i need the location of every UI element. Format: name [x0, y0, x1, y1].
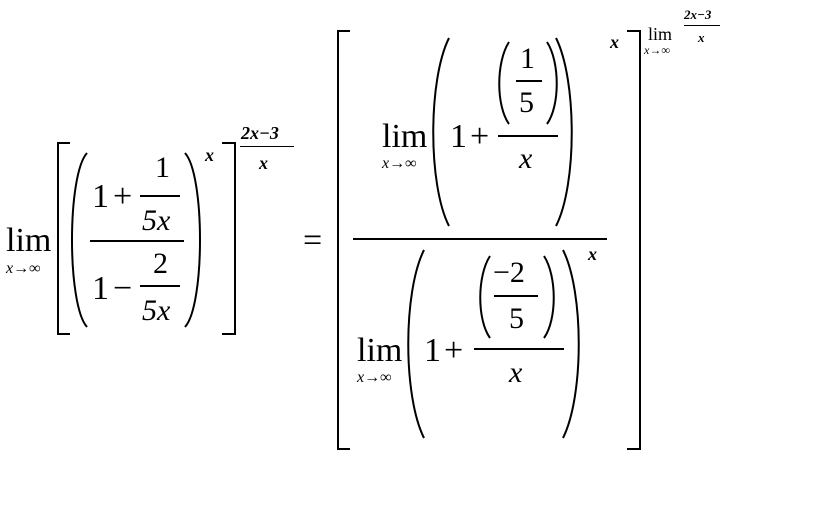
rhs-denominator-fraction-bar [474, 348, 564, 350]
lhs-outer-exponent-bar [240, 146, 294, 147]
lhs-main-fraction-bar [90, 240, 184, 242]
lhs-top-fraction-bar [140, 195, 180, 197]
rhs-numerator-exponent: x [610, 32, 619, 52]
lhs-lim: lim [6, 222, 52, 259]
rhs-numerator-inner-denominator: 5 [519, 86, 534, 119]
lhs-top-denominator: 5x [142, 204, 171, 237]
rhs-outer-exponent-bar [684, 25, 720, 26]
lhs-outer-exponent-numerator: 2x−3 [241, 123, 279, 143]
lhs-inner-exponent: x [205, 145, 214, 165]
rhs-outer-exponent-lim: lim [648, 24, 673, 44]
lhs-bottom-fraction-bar [140, 285, 180, 287]
rhs-outer-exponent-denominator: x [698, 30, 705, 45]
rhs-denominator-inner-bar [494, 295, 538, 297]
rhs-numerator-inner-numerator: 1 [520, 42, 535, 75]
rhs-numerator-inner-bar [516, 80, 542, 82]
rhs-denominator-exponent: x [588, 244, 597, 264]
lhs-bottom-denominator: 5x [142, 294, 171, 327]
rhs-denominator-lim-subscript: x→∞ [357, 369, 392, 386]
rhs-main-fraction-bar [353, 238, 607, 240]
rhs-numerator-lim: lim [382, 118, 428, 155]
rhs-numerator-lim-subscript: x→∞ [382, 155, 417, 172]
rhs-denominator-one: 1 [424, 332, 441, 369]
rhs-outer-exponent-lim-subscript: x→∞ [644, 43, 670, 57]
lhs-bottom-one: 1 [92, 270, 109, 307]
rhs-numerator-one: 1 [450, 118, 467, 155]
rhs-numerator-over: x [519, 142, 533, 175]
lhs-outer-exponent-denominator: x [259, 153, 268, 173]
rhs-denominator-lim: lim [357, 332, 403, 369]
lhs-bottom-numerator: 2 [153, 247, 168, 280]
lhs-top-plus: + [113, 178, 133, 215]
lhs-lim-subscript: x→∞ [6, 260, 41, 277]
rhs-outer-exponent-numerator: 2x−3 [684, 7, 712, 22]
lhs-bottom-minus: − [113, 270, 133, 307]
rhs-denominator-over: x [509, 356, 523, 389]
rhs-numerator-plus: + [470, 118, 490, 155]
lhs-top-numerator: 1 [155, 151, 170, 184]
equals-sign: = [303, 222, 323, 259]
rhs-denominator-inner-numerator: −2 [493, 256, 525, 289]
rhs-denominator-inner-denominator: 5 [509, 302, 524, 335]
rhs-denominator-plus: + [444, 332, 464, 369]
lhs-top-one: 1 [92, 178, 109, 215]
rhs-numerator-fraction-bar [498, 135, 558, 137]
